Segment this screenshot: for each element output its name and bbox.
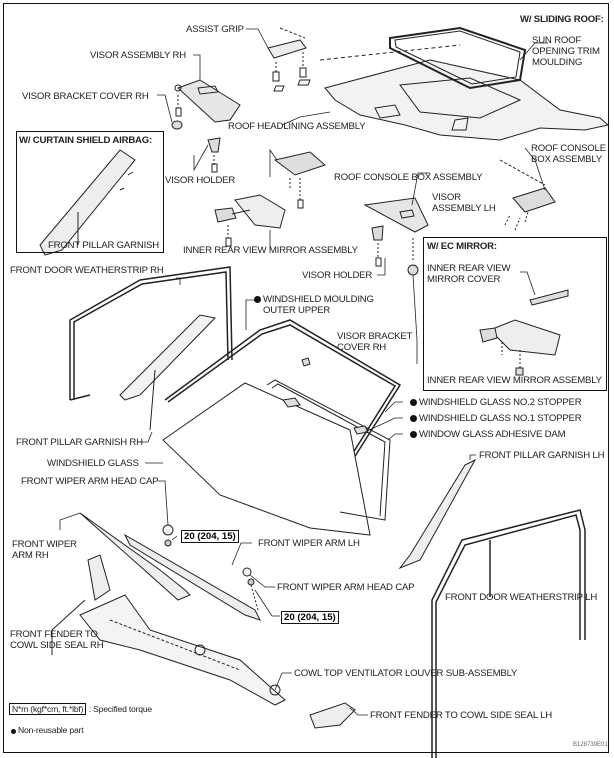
- label-sun-roof-trim-1: SUN ROOF: [532, 35, 582, 46]
- legend-torque-unit-box: N*m (kgf*cm, ft.*lbf): [9, 703, 87, 715]
- front-pillar-garnish-rh-part: [119, 314, 216, 431]
- figure-id: B128739E01: [573, 742, 608, 748]
- label-fender-seal-lh: FRONT FENDER TO COWL SIDE SEAL LH: [370, 710, 552, 721]
- label-visor-bracket-cover-rh-top: VISOR BRACKET COVER RH: [22, 91, 149, 102]
- curtain-airbag-pillar-garnish-part: [39, 149, 136, 256]
- label-visor-assembly-lh-2: ASSEMBLY LH: [432, 203, 496, 214]
- label-visor-holder-right: VISOR HOLDER: [302, 270, 373, 281]
- label-visor-holder-left: VISOR HOLDER: [165, 175, 236, 186]
- label-front-pillar-garnish: FRONT PILLAR GARNISH: [48, 240, 159, 251]
- windshield-glass-part: [162, 382, 371, 536]
- torque-value-rh: 20 (204, 15): [181, 530, 239, 543]
- label-wiper-arm-lh: FRONT WIPER ARM LH: [258, 538, 360, 549]
- non-reusable-dot-icon: [410, 430, 417, 438]
- label-ec-mirror-cover-2: MIRROR COVER: [427, 274, 501, 285]
- inner-mirror-part: [214, 194, 286, 247]
- ec-mirror-heading: W/ EC MIRROR:: [427, 241, 497, 252]
- torque-value-lh: 20 (204, 15): [281, 611, 339, 624]
- label-assist-grip: ASSIST GRIP: [186, 24, 244, 35]
- label-roof-console-box: ROOF CONSOLE BOX ASSEMBLY: [334, 172, 483, 183]
- adhesive-dam-text: WINDOW GLASS ADHESIVE DAM: [419, 429, 566, 440]
- front-door-weatherstrip-lh-part: [431, 509, 586, 758]
- visor-holder-part: [207, 137, 221, 173]
- label-glass-no1-stopper: WINDSHIELD GLASS NO.1 STOPPER: [410, 413, 582, 424]
- label-front-pillar-garnish-lh: FRONT PILLAR GARNISH LH: [479, 450, 605, 461]
- ec-mirror-part: [479, 289, 569, 376]
- legend-non-reusable: Non-reusable part: [11, 725, 84, 736]
- label-fender-seal-rh-1: FRONT FENDER TO: [10, 629, 98, 640]
- leader-lines: [59, 28, 548, 716]
- sliding-roof-heading: W/ SLIDING ROOF:: [520, 14, 604, 25]
- glass-no2-stopper-text: WINDSHIELD GLASS NO.2 STOPPER: [419, 397, 582, 408]
- assist-grip-part: [267, 27, 311, 92]
- stoppers-part: [282, 357, 369, 435]
- label-sun-roof-trim-2: OPENING TRIM: [532, 46, 600, 57]
- label-roof-headlining: ROOF HEADLINING ASSEMBLY: [228, 121, 366, 132]
- fender-seal-lh-part: [309, 702, 356, 729]
- legend-torque-desc: : Specified torque: [88, 704, 153, 714]
- label-ec-mirror-assembly: INNER REAR VIEW MIRROR ASSEMBLY: [427, 375, 602, 386]
- label-inner-mirror-assembly: INNER REAR VIEW MIRROR ASSEMBLY: [183, 245, 358, 256]
- wiper-arms-part: [79, 512, 261, 621]
- windshield-moulding-text: WINDSHIELD MOULDING: [263, 294, 374, 305]
- label-visor-bracket-cover-rh-1: VISOR BRACKET: [337, 331, 413, 342]
- label-front-pillar-garnish-rh: FRONT PILLAR GARNISH RH: [16, 437, 143, 448]
- label-visor-assembly-rh: VISOR ASSEMBLY RH: [90, 50, 186, 61]
- non-reusable-dot-icon: [410, 398, 417, 406]
- roof-headlining-part: [324, 59, 610, 141]
- legend-non-reusable-text: Non-reusable part: [18, 725, 84, 735]
- front-pillar-garnish-lh-part: [398, 458, 477, 570]
- label-windshield-glass: WINDSHIELD GLASS: [47, 458, 139, 469]
- roof-console-box-assembly-right: [499, 159, 556, 231]
- visor-lh-part: [363, 197, 429, 276]
- label-wiper-head-cap-rh: FRONT WIPER ARM HEAD CAP: [21, 476, 159, 487]
- windshield-moulding-part: [164, 319, 402, 481]
- glass-no1-stopper-text: WINDSHIELD GLASS NO.1 STOPPER: [419, 413, 582, 424]
- visor-rh-part: [171, 79, 241, 130]
- sun-roof-trim-part: [319, 26, 527, 90]
- non-reusable-dot-icon: [254, 295, 261, 303]
- ec-mirror-box: [423, 237, 607, 391]
- label-roof-console-box-r1: ROOF CONSOLE: [531, 143, 606, 154]
- label-ec-mirror-cover-1: INNER REAR VIEW: [427, 263, 511, 274]
- label-wiper-head-cap-lh: FRONT WIPER ARM HEAD CAP: [277, 582, 415, 593]
- label-visor-bracket-cover-rh-2: COVER RH: [337, 342, 387, 353]
- non-reusable-dot-icon: [410, 414, 417, 422]
- adhesive-dam-part: [266, 379, 391, 521]
- label-sun-roof-trim-3: MOULDING: [532, 57, 583, 68]
- label-front-door-weatherstrip-lh: FRONT DOOR WEATHERSTRIP LH: [445, 592, 598, 603]
- legend-torque: N*m (kgf*cm, ft.*lbf) : Specified torque: [9, 703, 153, 715]
- front-door-weatherstrip-rh-part: [69, 266, 233, 401]
- diagram-frame: [3, 3, 609, 753]
- curtain-airbag-heading: W/ CURTAIN SHIELD AIRBAG:: [19, 135, 153, 146]
- label-front-door-weatherstrip-rh: FRONT DOOR WEATHERSTRIP RH: [10, 265, 164, 276]
- label-wiper-arm-rh-2: ARM RH: [12, 550, 49, 561]
- cowl-louver-part: [79, 594, 286, 706]
- label-visor-assembly-lh-1: VISOR: [432, 192, 461, 203]
- label-wiper-arm-rh-1: FRONT WIPER: [12, 539, 77, 550]
- fender-seal-rh-part: [51, 554, 111, 655]
- roof-console-box-part: [273, 151, 326, 209]
- label-fender-seal-rh-2: COWL SIDE SEAL RH: [10, 640, 104, 651]
- label-roof-console-box-r2: BOX ASSEMBLY: [531, 154, 603, 165]
- label-glass-no2-stopper: WINDSHIELD GLASS NO.2 STOPPER: [410, 397, 582, 408]
- non-reusable-dot-icon: [11, 728, 16, 734]
- label-windshield-moulding-2: OUTER UPPER: [263, 305, 331, 316]
- label-windshield-moulding-1: WINDSHIELD MOULDING: [254, 294, 374, 305]
- label-cowl-louver: COWL TOP VENTILATOR LOUVER SUB-ASSEMBLY: [294, 668, 518, 679]
- label-adhesive-dam: WINDOW GLASS ADHESIVE DAM: [410, 429, 566, 440]
- curtain-airbag-box: [16, 131, 164, 253]
